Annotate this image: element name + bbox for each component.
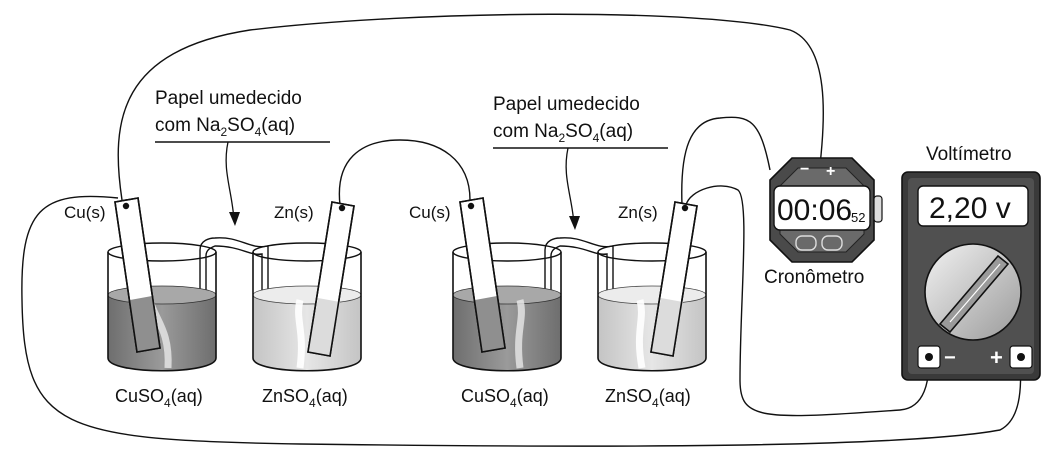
electrode-zn-right: [650, 201, 698, 357]
paper-left-line1: Papel umedecido: [155, 88, 302, 109]
stopwatch: − + 00:06 52 Cronômetro: [764, 157, 883, 288]
voltmeter-minus-label: −: [944, 347, 956, 369]
wire-zn-to-stopwatch: [681, 116, 771, 206]
stopwatch-side-button[interactable]: [873, 195, 883, 223]
stopwatch-minus-label: −: [800, 161, 809, 178]
paper-label-right: Papel umedecido com Na2SO4(aq): [493, 94, 668, 230]
stopwatch-display: [773, 185, 871, 231]
solution-cuso4-right: [453, 295, 561, 371]
wire-outer-loop: [21, 195, 1022, 447]
wire-zn-to-voltmeter: [685, 185, 930, 417]
voltmeter-title: Voltímetro: [926, 144, 1012, 165]
electrode-zn-left: [307, 201, 355, 357]
wire-zn-to-cu: [338, 139, 471, 206]
solution-znso4-right: [598, 295, 706, 371]
solution-znso4-left: [253, 295, 361, 371]
paper-left-line2: com Na2SO4(aq): [155, 115, 295, 139]
electrodes: [114, 197, 698, 357]
stopwatch-button-right[interactable]: [821, 235, 843, 251]
paper-right-line2: com Na2SO4(aq): [493, 121, 633, 145]
electrode-cu-right: [459, 197, 506, 353]
label-cuso4-right: CuSO4(aq): [461, 386, 549, 410]
voltmeter-display: [917, 185, 1029, 227]
paper-label-left: Papel umedecido com Na2SO4(aq): [155, 88, 330, 226]
stopwatch-title: Cronômetro: [764, 267, 864, 288]
label-zn-right: Zn(s): [618, 203, 658, 222]
label-zn-left: Zn(s): [274, 203, 314, 222]
label-znso4-left: ZnSO4(aq): [262, 386, 348, 410]
label-cu-right: Cu(s): [409, 203, 451, 222]
stopwatch-button-left[interactable]: [795, 235, 817, 251]
stopwatch-time: 00:06: [777, 194, 852, 227]
voltmeter-reading: 2,20 v: [929, 192, 1011, 225]
label-znso4-right: ZnSO4(aq): [605, 386, 691, 410]
voltmeter: Voltímetro 2,20 v − +: [901, 144, 1041, 381]
label-cu-left: Cu(s): [64, 203, 106, 222]
wires: [21, 13, 1022, 447]
label-cuso4-left: CuSO4(aq): [115, 386, 203, 410]
stopwatch-plus-label: +: [826, 163, 835, 180]
wire-top-arc: [117, 13, 825, 201]
electrode-cu-left: [114, 197, 161, 353]
paper-right-line1: Papel umedecido: [493, 94, 640, 115]
stopwatch-hundredths: 52: [851, 210, 865, 225]
voltmeter-plus-label: +: [990, 345, 1003, 370]
